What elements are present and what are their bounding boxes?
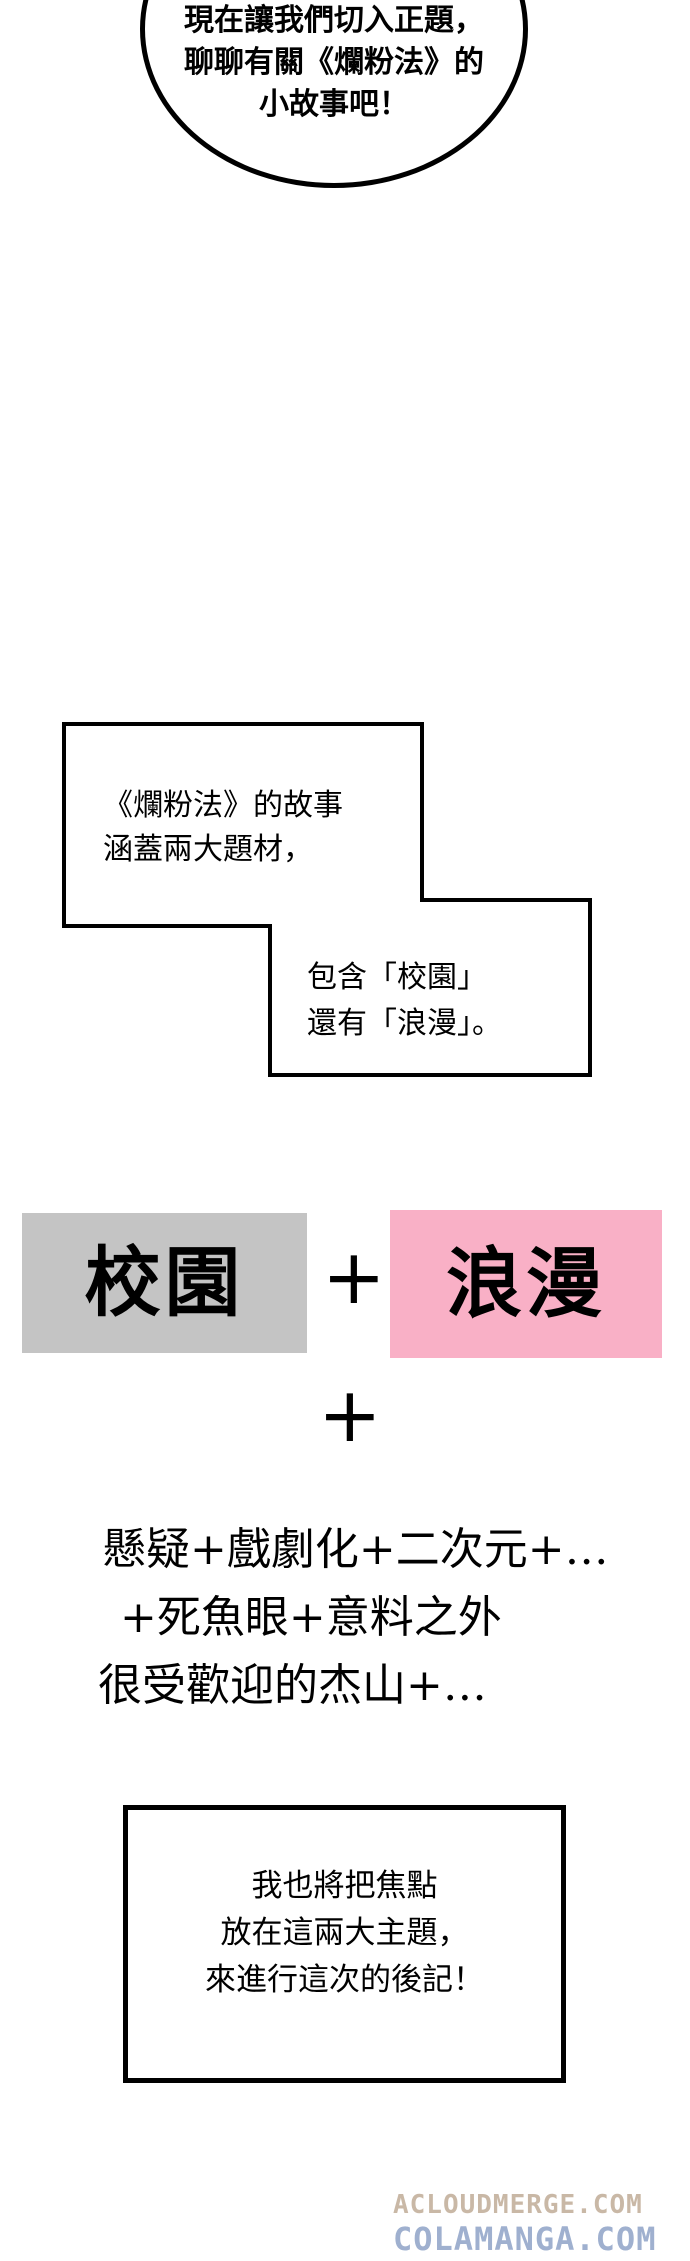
handwritten-line: 很受歡迎的杰山+… xyxy=(98,1660,487,1711)
speech-line: 小故事吧！ xyxy=(259,87,409,122)
caption-line: 來進行這次的後記！ xyxy=(205,1962,484,1998)
campus-block: 校園 xyxy=(22,1213,307,1353)
handwritten-line: +死魚眼+意料之外 xyxy=(120,1592,502,1643)
caption-line: 涵蓋兩大題材， xyxy=(103,832,313,867)
bottom-caption-box xyxy=(123,1805,566,2083)
caption-text-2: 包含「校園」 還有「浪漫」。 xyxy=(307,955,502,1047)
caption-line: 我也將把焦點 xyxy=(251,1868,438,1904)
speech-line: 聊聊有關《爛粉法》的 xyxy=(184,45,484,80)
romance-block: 浪漫 xyxy=(390,1210,662,1358)
caption-line: 《爛粉法》的故事 xyxy=(103,788,343,823)
caption-line: 包含「校園」 xyxy=(307,960,487,995)
caption-line: 放在這兩大主題， xyxy=(220,1915,469,1951)
caption-text-1: 《爛粉法》的故事 涵蓋兩大題材， xyxy=(103,784,343,872)
handwritten-line: 懸疑+戲劇化+二次元+… xyxy=(102,1524,609,1575)
stepped-caption-box xyxy=(62,722,592,1077)
speech-bubble-text: 現在讓我們切入正題， 聊聊有關《爛粉法》的 小故事吧！ xyxy=(140,0,528,126)
watermark-line-1: ACLOUDMERGE.COM xyxy=(393,2190,643,2220)
caption-line: 還有「浪漫」。 xyxy=(307,1006,502,1041)
speech-line: 現在讓我們切入正題， xyxy=(184,3,484,38)
watermark-line-2: COLAMANGA.COM xyxy=(393,2220,657,2258)
campus-label: 校園 xyxy=(84,1238,245,1327)
plus-sign: + xyxy=(322,1232,386,1321)
romance-label: 浪漫 xyxy=(446,1239,606,1328)
plus-sign: + xyxy=(318,1370,382,1459)
bottom-caption-text: 我也將把焦點 放在這兩大主題， 來進行這次的後記！ xyxy=(123,1863,566,2004)
